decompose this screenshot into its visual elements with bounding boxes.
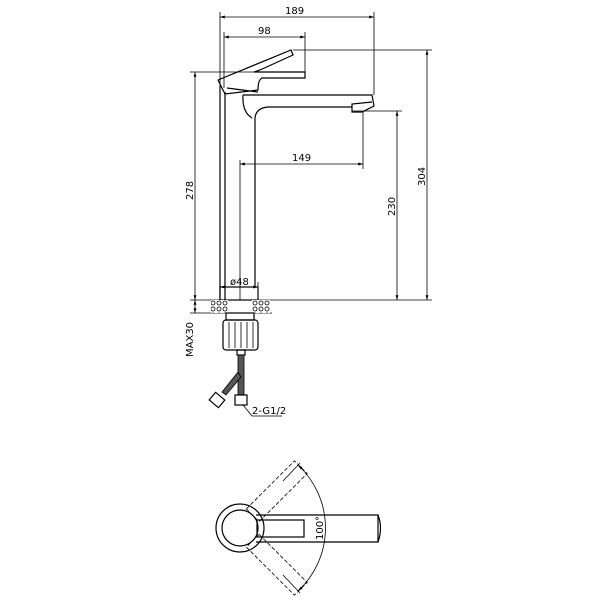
body-circle <box>221 509 259 547</box>
inlet-label: 2-G1/2 <box>252 406 286 417</box>
handle-lever <box>217 49 306 95</box>
dim-48-label: ø48 <box>230 277 249 288</box>
dimension-lines: 189 98 149 ø48 278 230 304 MAX30 <box>185 6 432 357</box>
extension-lines <box>190 12 432 300</box>
base-outer-circle <box>215 503 265 553</box>
dim-230-label: 230 <box>387 197 398 216</box>
spout-outline <box>242 94 375 119</box>
inlet-leader-line <box>242 404 282 417</box>
hose-fitting <box>236 349 246 356</box>
counter-section-right <box>252 300 270 313</box>
hex-nut-right <box>234 394 248 406</box>
dim-304-label: 304 <box>417 167 428 186</box>
handle-rotated-left <box>245 460 308 523</box>
faucet-body-outline <box>219 86 352 300</box>
inlet-hose-left <box>221 371 242 396</box>
hex-nut-left <box>208 391 226 409</box>
handle-top <box>256 519 305 538</box>
rotation-arc <box>297 464 326 592</box>
nut-ribs <box>228 322 254 348</box>
top-view: 100° <box>215 460 382 596</box>
handle-right-position <box>245 533 308 596</box>
dim-278-label: 278 <box>185 181 196 200</box>
rotation-extension-lines <box>282 462 301 594</box>
mounting-shank <box>225 312 255 321</box>
side-view: 2-G1/2 <box>190 49 432 417</box>
dim-149-label: 149 <box>292 153 311 164</box>
dim-189-label: 189 <box>285 6 304 17</box>
base-collar <box>219 286 259 301</box>
dim-98-label: 98 <box>258 26 271 37</box>
counter-section-left <box>211 300 228 313</box>
rotation-label: 100° <box>315 516 326 540</box>
dim-max30-label: MAX30 <box>185 322 196 357</box>
handle-left-position <box>245 460 308 523</box>
handle-rotated-right <box>245 533 308 596</box>
